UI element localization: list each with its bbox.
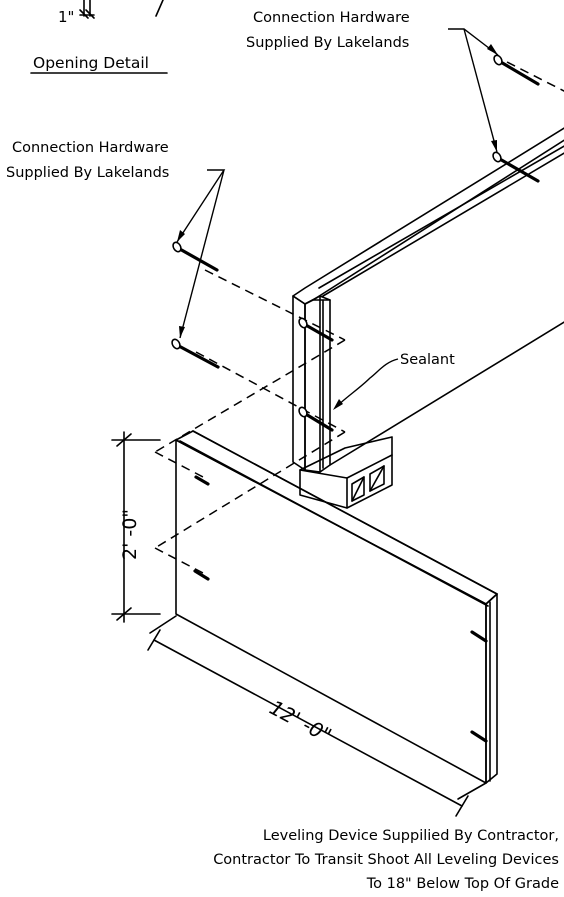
height-dimension: 2' -0" (111, 431, 161, 623)
hardware-top-label: Supplied By Lakelands (246, 35, 409, 51)
bolt-icon (492, 151, 540, 183)
sealant-label: Sealant (400, 352, 455, 368)
note-line-2: Contractor To Transit Shoot All Leveling… (213, 852, 559, 868)
leveling-block (299, 436, 393, 509)
bolt-icon (171, 338, 220, 369)
hardware-top-label: Connection Hardware (253, 10, 410, 26)
hardware-left-label: Supplied By Lakelands (6, 165, 169, 181)
opening-detail-title: Opening Detail (33, 54, 149, 72)
bolt-icon (172, 241, 219, 272)
note-line-3: To 18" Below Top Of Grade (366, 876, 559, 892)
leader-hardware-top (448, 28, 499, 153)
bolt-icon (470, 630, 488, 643)
length-dimension: 12' -0" (147, 615, 487, 817)
opening-detail: 1" Opening Detail (30, 0, 168, 74)
lower-foundation-panel (175, 430, 498, 784)
bolt-icon (470, 730, 488, 743)
length-dimension-label: 12' -0" (266, 695, 336, 747)
bolt-icon (493, 54, 540, 86)
one-inch-label: 1" (58, 8, 74, 26)
hardware-left-label: Connection Hardware (12, 140, 169, 156)
leader-sealant (333, 358, 399, 410)
bolt-icon (193, 569, 210, 581)
upper-wall-panel (292, 127, 564, 473)
dashed-projection-lines (154, 61, 564, 575)
height-dimension-label: 2' -0" (119, 509, 141, 560)
connection-bolts (171, 54, 540, 743)
bolt-icon (298, 406, 334, 432)
leader-hardware-left (176, 169, 226, 339)
note-line-1: Leveling Device Suppilied By Contractor, (263, 828, 559, 844)
bolt-icon (298, 317, 334, 342)
bolt-icon (194, 475, 210, 486)
